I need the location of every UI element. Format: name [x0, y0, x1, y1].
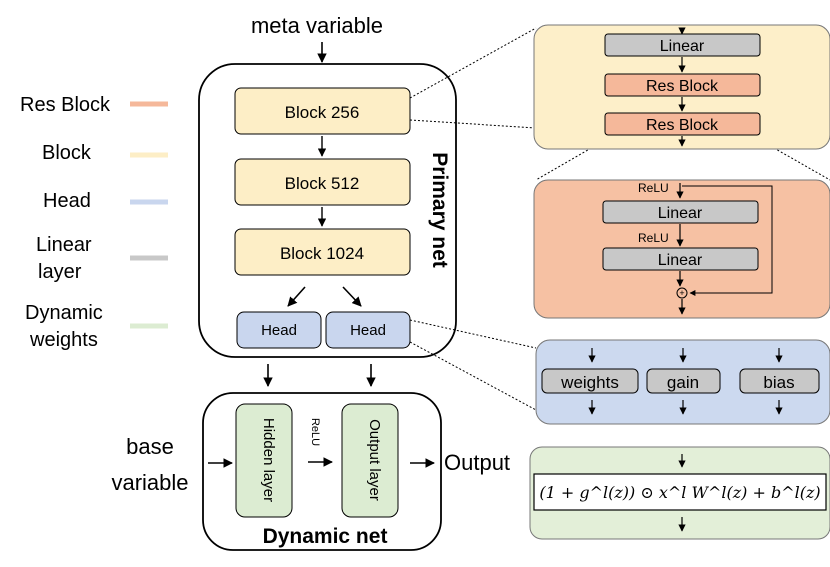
block-256: [234, 87, 411, 135]
resblock-relu-1: ReLU: [638, 181, 669, 195]
legend-label-dynamic-1: Dynamic: [25, 302, 103, 324]
arrow-to-head-2: [342, 286, 362, 307]
resblock-linear-1-label: Linear: [658, 205, 703, 222]
head-1-label: Head: [261, 322, 297, 339]
head-detail-weights-label: weights: [560, 373, 619, 392]
primary-net-title: Primary net: [428, 152, 451, 268]
output-layer-label: Output layer: [366, 419, 383, 501]
head-detail-weights: [541, 368, 639, 394]
block-detail-resblock-2: [604, 112, 761, 136]
hidden-layer: [235, 403, 293, 518]
resblock-linear-1: [602, 200, 759, 224]
head-1: [236, 311, 322, 349]
output-label: Output: [444, 450, 510, 475]
hidden-layer-label: Hidden layer: [260, 418, 277, 502]
arrow-to-head-1: [287, 286, 306, 307]
meta-variable-label: meta variable: [251, 13, 383, 38]
resblock-sum-node: [676, 287, 688, 299]
resblock-linear-2-label: Linear: [658, 252, 703, 269]
head-detail-gain-label: gain: [667, 373, 699, 392]
block-1024: [234, 228, 411, 276]
resblock-sum-symbol: +: [679, 288, 684, 298]
primary-net-frame: [198, 63, 457, 358]
resblock-skip-connection: [682, 185, 773, 296]
dynamic-net-title: Dynamic net: [263, 525, 388, 548]
dynamic-relu-label: ReLU: [309, 418, 321, 446]
legend-label-linear-2: layer: [38, 261, 82, 283]
resblock-linear-2: [602, 247, 759, 271]
legend: Res Block Block Head Linear layer Dynami…: [20, 94, 168, 351]
legend-label-res-block: Res Block: [20, 94, 111, 116]
head-detail-bias: [739, 368, 820, 394]
head-2: [325, 311, 411, 349]
legend-label-dynamic-2: weights: [29, 329, 98, 351]
head-2-label: Head: [350, 322, 386, 339]
resblock-relu-2: ReLU: [638, 231, 669, 245]
legend-label-linear-1: Linear: [36, 234, 92, 256]
output-layer: [341, 403, 399, 518]
block-256-label: Block 256: [285, 103, 360, 122]
block-detail-linear: [604, 33, 761, 57]
block-1024-label: Block 1024: [280, 244, 364, 263]
base-variable-label-2: variable: [111, 470, 188, 495]
head-detail-bias-label: bias: [763, 373, 794, 392]
legend-label-block: Block: [42, 142, 92, 164]
block-512: [234, 158, 411, 206]
block-512-label: Block 512: [285, 174, 360, 193]
block-detail-resblock-2-label: Res Block: [646, 117, 719, 134]
block-detail-resblock-1-label: Res Block: [646, 78, 719, 95]
legend-label-head: Head: [43, 190, 91, 212]
formula-text: (1 + g^l(z)) ⊙ x^l W^l(z) + b^l(z): [539, 483, 820, 502]
head-detail-gain: [646, 368, 721, 394]
block-detail-resblock-1: [604, 73, 761, 97]
formula-box: [533, 473, 827, 511]
block-detail-linear-label: Linear: [660, 38, 705, 55]
base-variable-label-1: base: [126, 434, 174, 459]
